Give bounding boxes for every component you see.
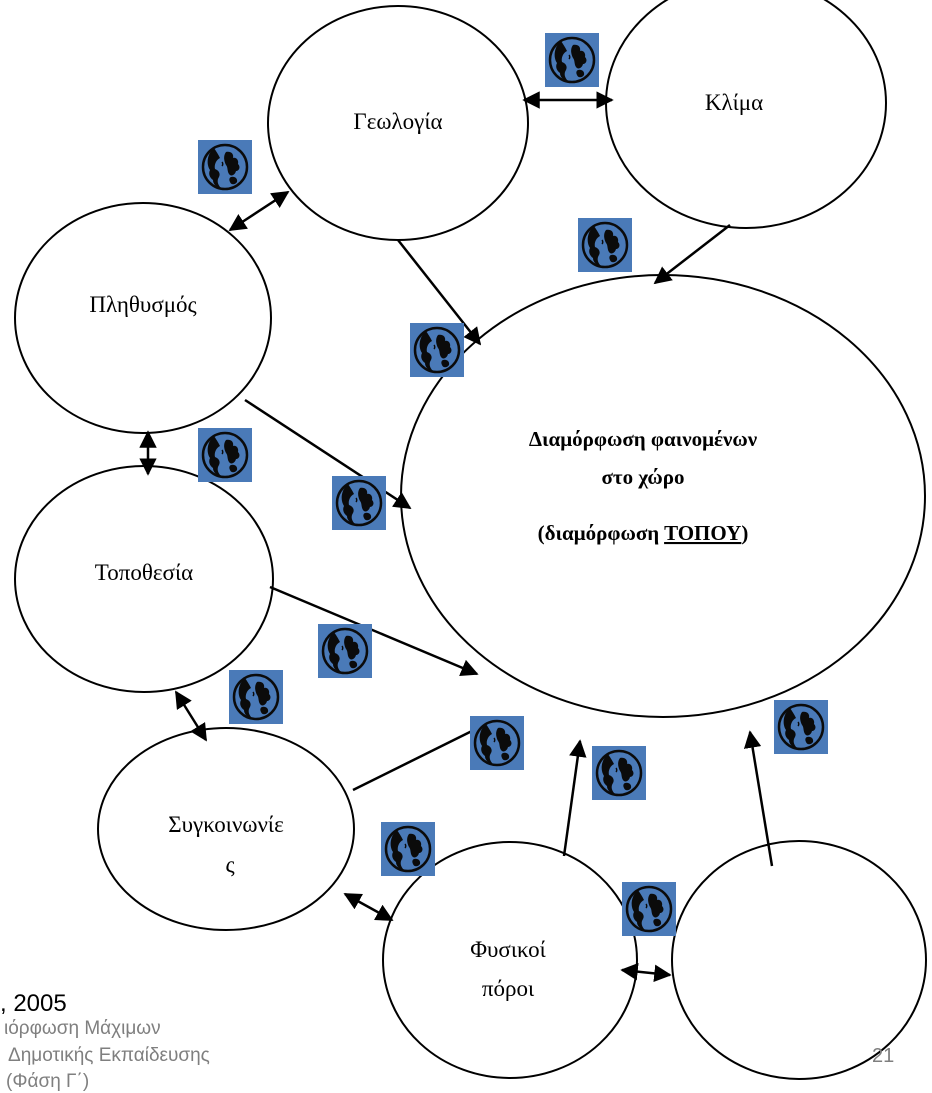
arrow-geology-center [397, 239, 482, 346]
footer-line2: Δημοτικής Εκπαίδευσης [8, 1045, 210, 1066]
arrow-resources-center [562, 739, 587, 857]
label-resources-2: πόροι [482, 976, 535, 1001]
center-title-line2: στο χώρο [601, 465, 684, 489]
node-unlabeled [671, 840, 927, 1080]
globe-head-icon [381, 820, 435, 878]
center-line3-prefix: (διαμόρφωση [538, 521, 664, 545]
arrow-climate-center [653, 224, 731, 285]
label-transport-1: Συγκοινωνίε [168, 812, 284, 837]
globe-head-icon [198, 428, 252, 482]
globe-head-icon [592, 744, 646, 802]
arrow-location-transport [174, 690, 208, 742]
page-number: 21 [872, 1045, 895, 1067]
globe-head-icon [318, 622, 372, 680]
footer-line1: ιόρφωση Μάχιμων [4, 1018, 161, 1039]
label-location: Τοποθεσία [95, 560, 193, 585]
label-transport-2: ς [225, 852, 234, 877]
footer-line3: (Φάση Γ΄) [6, 1071, 90, 1092]
arrow-unlabeled-center [743, 730, 774, 867]
globe-head-icon [332, 474, 386, 532]
node-resources [382, 841, 638, 1079]
globe-head-icon [470, 714, 524, 772]
globe-head-icon [774, 698, 828, 756]
arrow-resources-unlabeled [620, 962, 672, 983]
globe-head-icon [410, 321, 464, 379]
arrow-transport-resources [343, 892, 394, 922]
node-center [400, 274, 926, 718]
center-line3-suffix: ) [741, 521, 748, 545]
label-geology: Γεωλογία [353, 109, 442, 134]
arrow-location-center [269, 585, 479, 676]
globe-head-icon [578, 216, 632, 274]
label-resources-1: Φυσικοί [470, 937, 546, 962]
globe-head-icon [545, 33, 599, 87]
label-climate: Κλίμα [705, 90, 763, 115]
center-line3-emphasis: ΤΟΠΟΥ [664, 521, 741, 545]
globe-head-icon [229, 668, 283, 726]
node-transport [97, 727, 355, 931]
node-population [14, 202, 272, 434]
center-title-line1: Διαμόρφωση φαινομένων [529, 427, 758, 451]
label-population: Πληθυσμός [89, 292, 196, 317]
globe-head-icon [198, 140, 252, 194]
line-transport-center [352, 726, 479, 792]
footer-year: , 2005 [0, 990, 67, 1017]
arrow-population-geology [228, 190, 290, 232]
center-title-line3: (διαμόρφωση ΤΟΠΟΥ) [538, 521, 749, 545]
globe-head-icon [622, 880, 676, 938]
